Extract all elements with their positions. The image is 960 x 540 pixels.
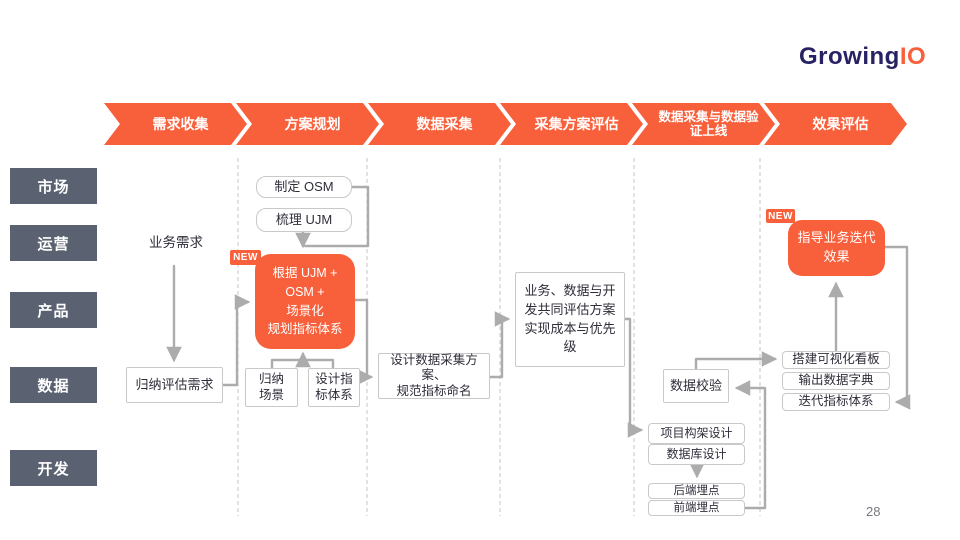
phase-chevron-evaluation: 采集方案评估 bbox=[500, 103, 643, 145]
phase-label: 需求收集 bbox=[152, 115, 209, 132]
node-joint-evaluation: 业务、数据与开 发共同评估方案 实现成本与优先 级 bbox=[515, 272, 625, 367]
phase-chevron-collection: 数据采集 bbox=[368, 103, 511, 145]
role-label-operations: 运营 bbox=[10, 225, 97, 261]
node-plan-metric-system: 根据 UJM + OSM + 场景化 规划指标体系 bbox=[255, 254, 355, 349]
node-iterate-metrics: 迭代指标体系 bbox=[782, 393, 890, 411]
phase-label: 采集方案评估 bbox=[534, 115, 619, 132]
logo-text-primary: Growing bbox=[799, 43, 900, 70]
phase-label: 数据采集 bbox=[416, 115, 473, 132]
role-label-market: 市场 bbox=[10, 168, 97, 204]
role-label-data: 数据 bbox=[10, 367, 97, 403]
node-frontend-tracking: 前端埋点 bbox=[648, 500, 745, 516]
phase-label: 效果评估 bbox=[812, 115, 869, 132]
node-backend-tracking: 后端埋点 bbox=[648, 483, 745, 499]
phase-chevron-launch: 数据采集与数据验证上线 bbox=[632, 103, 775, 145]
node-design-collection-plan: 设计数据采集方案、 规范指标命名 bbox=[378, 353, 490, 399]
phase-chevron-planning: 方案规划 bbox=[236, 103, 379, 145]
new-badge-guide: NEW bbox=[766, 209, 795, 223]
phase-chevron-effect: 效果评估 bbox=[764, 103, 907, 145]
node-business-need: 业务需求 bbox=[149, 235, 203, 250]
new-badge-plan: NEW bbox=[230, 250, 261, 265]
node-data-validation: 数据校验 bbox=[663, 369, 729, 403]
node-design-metric-system: 设计指 标体系 bbox=[308, 368, 360, 407]
node-project-architecture: 项目构架设计 bbox=[648, 423, 745, 444]
page-number: 28 bbox=[866, 504, 881, 519]
phase-label: 方案规划 bbox=[284, 115, 341, 132]
node-comb-ujm: 梳理 UJM bbox=[256, 208, 352, 232]
node-database-design: 数据库设计 bbox=[648, 444, 745, 465]
node-summarize-need: 归纳评估需求 bbox=[126, 367, 223, 403]
phase-chevron-requirements: 需求收集 bbox=[104, 103, 247, 145]
node-build-dashboard: 搭建可视化看板 bbox=[782, 351, 890, 369]
logo-text-accent: IO bbox=[899, 43, 927, 70]
node-define-osm: 制定 OSM bbox=[256, 176, 352, 198]
node-summarize-scene: 归纳 场景 bbox=[245, 368, 298, 407]
role-label-product: 产品 bbox=[10, 292, 97, 328]
role-label-development: 开发 bbox=[10, 450, 97, 486]
phase-label: 数据采集与数据验证上线 bbox=[658, 109, 759, 138]
node-guide-iteration: 指导业务迭代 效果 bbox=[788, 220, 885, 276]
growingio-logo: GrowingIO bbox=[799, 43, 926, 71]
node-output-dictionary: 输出数据字典 bbox=[782, 372, 890, 390]
